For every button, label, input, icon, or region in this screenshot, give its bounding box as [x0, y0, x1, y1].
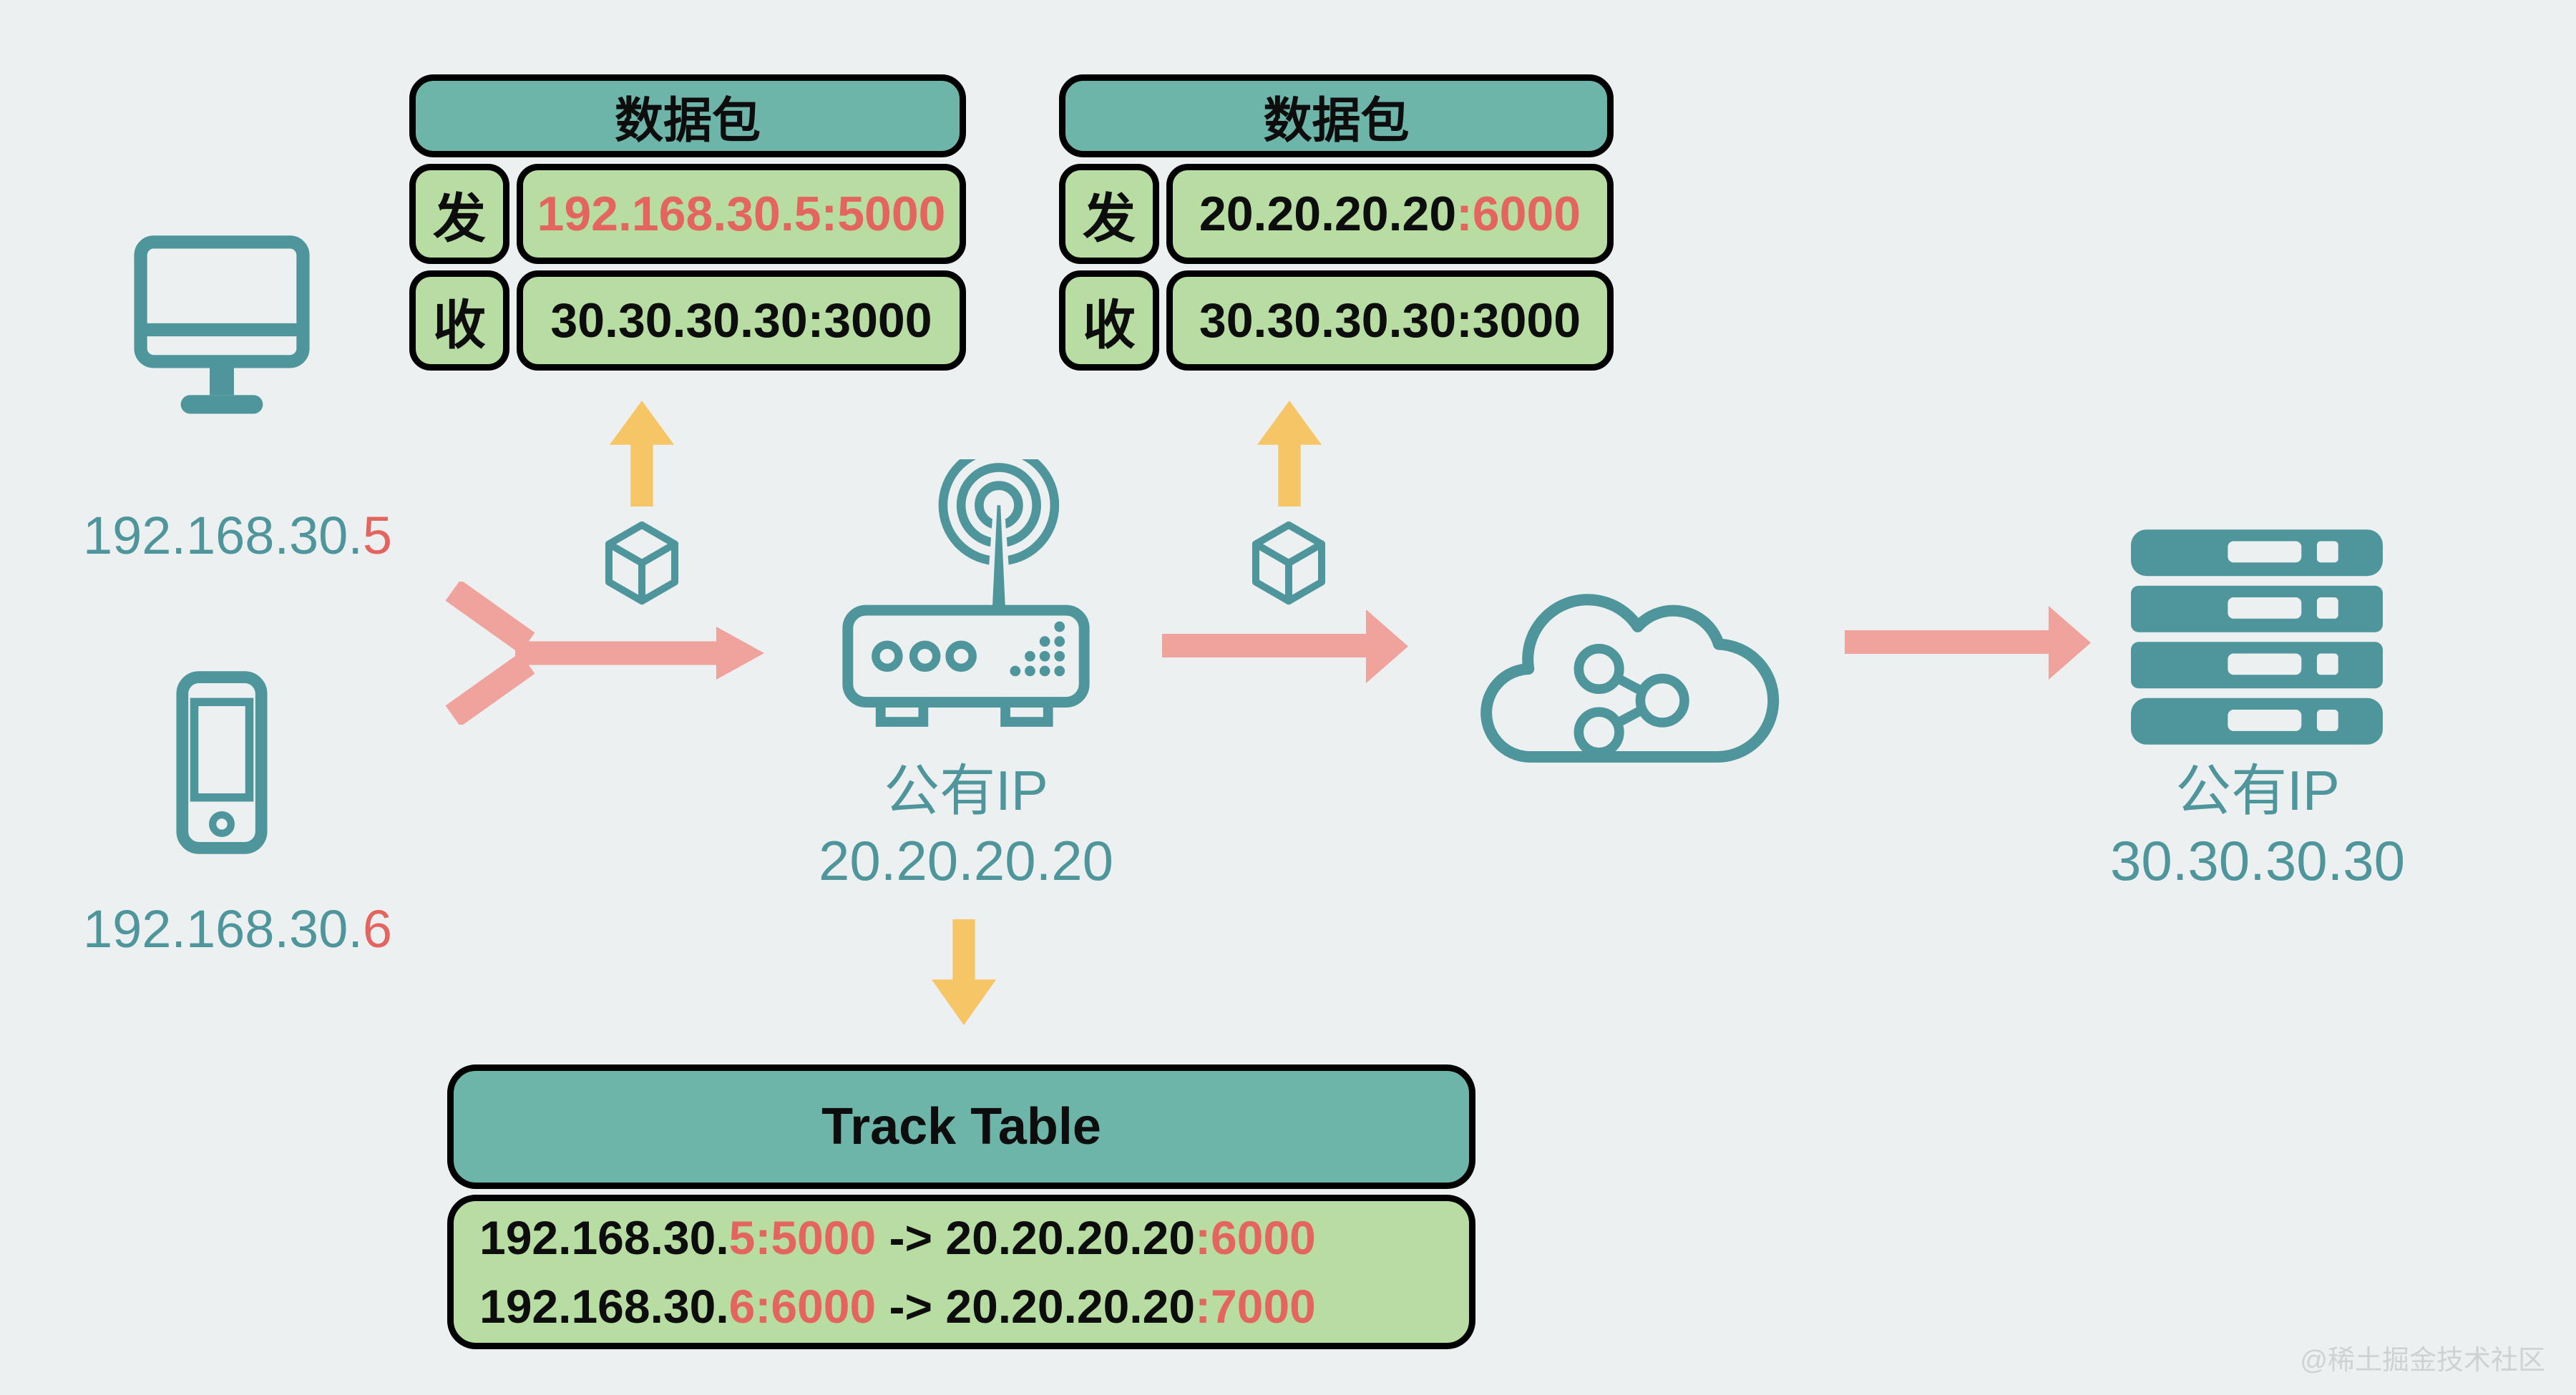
- merge-arrow: [445, 582, 764, 725]
- address-segment: 20.20.20.20: [945, 1280, 1196, 1333]
- right-arrow: [1162, 610, 1408, 683]
- router-label-line2: 20.20.20.20: [818, 829, 1114, 892]
- router-label-line1: 公有IP: [884, 759, 1048, 822]
- packet-table-lan: 数据包 发 192.168.30.5:5000 收 30.30.30.30:30…: [409, 74, 966, 371]
- address-segment: 192.168.30.: [479, 1211, 729, 1264]
- packet-table-wan-title: 数据包: [1059, 74, 1614, 157]
- port-segment: 5:5000: [728, 1211, 877, 1264]
- track-table-title: Track Table: [447, 1064, 1475, 1189]
- port-segment: :7000: [1195, 1280, 1316, 1333]
- receive-address-value: 30.30.30.30:3000: [1166, 270, 1614, 371]
- right-arrow: [1845, 606, 2091, 680]
- ip-prefix: 192.168.30.: [82, 899, 363, 959]
- desktop-computer-icon: [134, 235, 310, 414]
- table-row: 收 30.30.30.30:3000: [409, 270, 966, 371]
- address-segment: 30.30.30.30:3000: [550, 293, 932, 348]
- track-table: Track Table 192.168.30.5:5000 -> 20.20.2…: [447, 1064, 1475, 1349]
- server-label-line2: 30.30.30.30: [2109, 829, 2406, 892]
- server-public-ip-label: 公有IP 30.30.30.30: [2079, 755, 2436, 896]
- packet-cube-icon: [1252, 521, 1326, 605]
- address-segment: 20.20.20.20: [945, 1211, 1196, 1264]
- up-arrow-icon: [609, 401, 675, 506]
- table-row: 收 30.30.30.30:3000: [1059, 270, 1614, 371]
- packet-table-lan-title: 数据包: [409, 74, 966, 157]
- receive-label: 收: [1059, 270, 1159, 371]
- computer-ip-label: 192.168.30.5: [52, 505, 424, 566]
- phone-ip-label: 192.168.30.6: [52, 899, 424, 959]
- port-segment: :6000: [1456, 187, 1581, 241]
- router-icon: [842, 459, 1090, 727]
- address-segment: 192.168.30.: [479, 1280, 729, 1333]
- address-segment: 30.30.30.30:3000: [1199, 293, 1581, 348]
- watermark: @稀土掘金技术社区: [2300, 1346, 2545, 1376]
- up-arrow-icon: [1257, 401, 1322, 506]
- ip-suffix: 6: [362, 899, 393, 959]
- receive-label: 收: [409, 270, 509, 371]
- send-label: 发: [1059, 164, 1159, 264]
- track-table-row: 192.168.30.6:6000 -> 20.20.20.20:7000: [479, 1272, 1469, 1341]
- mapping-arrow: ->: [876, 1211, 946, 1264]
- ip-prefix: 192.168.30.: [82, 506, 363, 565]
- mapping-arrow: ->: [876, 1280, 946, 1333]
- send-address-value: 192.168.30.5:5000: [517, 164, 966, 264]
- receive-address-value: 30.30.30.30:3000: [517, 270, 966, 371]
- smartphone-icon: [176, 671, 268, 854]
- track-table-row: 192.168.30.5:5000 -> 20.20.20.20:6000: [479, 1203, 1469, 1272]
- port-segment: 6:6000: [728, 1280, 877, 1333]
- address-segment: 192.168.30.5:5000: [537, 187, 946, 241]
- port-segment: :6000: [1195, 1211, 1316, 1264]
- server-icon: [2131, 529, 2383, 745]
- table-row: 发 20.20.20.20:6000: [1059, 164, 1614, 264]
- ip-suffix: 5: [362, 506, 393, 565]
- share-network-icon: [1574, 643, 1689, 758]
- packet-cube-icon: [605, 521, 679, 605]
- address-segment: 20.20.20.20: [1199, 187, 1457, 241]
- send-address-value: 20.20.20.20:6000: [1166, 164, 1614, 264]
- router-public-ip-label: 公有IP 20.20.20.20: [787, 755, 1145, 896]
- server-label-line1: 公有IP: [2175, 759, 2340, 822]
- table-row: 发 192.168.30.5:5000: [409, 164, 966, 264]
- packet-table-wan: 数据包 发 20.20.20.20:6000 收 30.30.30.30:300…: [1059, 74, 1614, 371]
- track-table-body: 192.168.30.5:5000 -> 20.20.20.20:6000 19…: [447, 1195, 1475, 1349]
- send-label: 发: [409, 164, 509, 264]
- down-arrow-icon: [931, 919, 997, 1025]
- internet-cloud-icon: [1480, 594, 1780, 763]
